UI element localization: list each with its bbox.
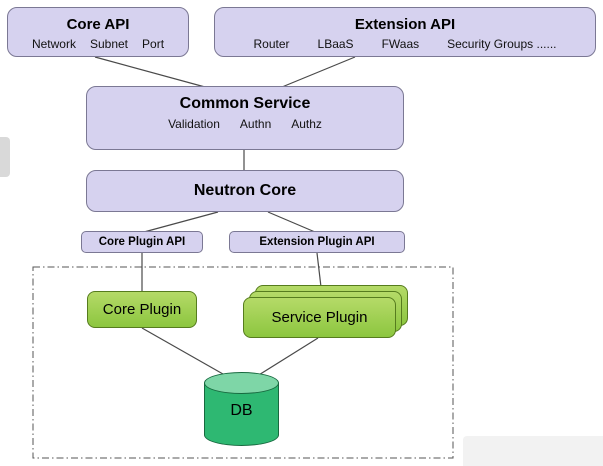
core-api-item: Port: [142, 37, 165, 51]
node-db: DB: [204, 372, 279, 446]
service-plugin-title: Service Plugin: [271, 309, 368, 326]
core-plugin-title: Core Plugin: [102, 301, 182, 318]
node-extension-plugin-api: Extension Plugin API: [229, 231, 405, 253]
node-neutron-core: Neutron Core: [86, 170, 404, 212]
neutron-core-title: Neutron Core: [193, 182, 297, 199]
core-api-title: Core API: [66, 16, 130, 33]
node-service-plugin: Service Plugin: [243, 297, 396, 338]
screen-edge-artifact: [0, 137, 10, 177]
connector-extension-api-to-common-service: [281, 56, 356, 88]
node-extension-api: Extension API Router LBaaS FWaas Securit…: [214, 7, 596, 57]
db-title: DB: [230, 402, 253, 419]
extension-api-items: Router LBaaS FWaas Security Groups .....…: [215, 37, 595, 51]
connector-extension-plugin-api-to-service-plugin: [316, 252, 322, 288]
connector-neutron-core-to-core-plugin-api: [143, 211, 219, 233]
extension-api-item: Router: [253, 37, 290, 51]
node-common-service: Common Service Validation Authn Authz: [86, 86, 404, 150]
common-service-item: Authn: [239, 117, 272, 131]
node-core-plugin-api: Core Plugin API: [81, 231, 203, 253]
db-cylinder-top: [204, 372, 279, 394]
core-api-item: Subnet: [89, 37, 129, 51]
watermark-area: [463, 436, 603, 466]
common-service-item: Authz: [291, 117, 322, 131]
connector-service-plugin-to-db: [253, 337, 319, 379]
extension-api-item: FWaas: [381, 37, 420, 51]
extension-api-title: Extension API: [354, 16, 456, 33]
core-api-items: Network Subnet Port: [8, 37, 188, 51]
core-api-item: Network: [31, 37, 76, 51]
common-service-item: Validation: [168, 117, 220, 131]
connector-core-plugin-to-db: [141, 327, 231, 379]
extension-api-item: Security Groups ......: [447, 37, 557, 51]
node-core-api: Core API Network Subnet Port: [7, 7, 189, 57]
common-service-items: Validation Authn Authz: [87, 117, 403, 131]
plugins-boundary: [32, 266, 454, 459]
common-service-title: Common Service: [179, 95, 311, 112]
connector-neutron-core-to-extension-plugin-api: [267, 211, 316, 233]
node-core-plugin: Core Plugin: [87, 291, 197, 328]
extension-api-item: LBaaS: [317, 37, 354, 51]
extension-plugin-api-title: Extension Plugin API: [259, 236, 375, 248]
core-plugin-api-title: Core Plugin API: [98, 236, 186, 248]
connector-core-api-to-common-service: [94, 56, 206, 88]
